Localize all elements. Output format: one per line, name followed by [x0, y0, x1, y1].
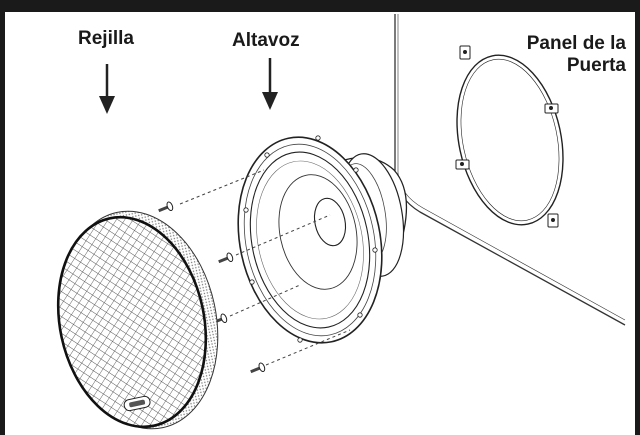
down-arrow-icon: [99, 64, 115, 114]
speaker-label: Altavoz: [232, 30, 300, 51]
top-frame-bar: [0, 0, 640, 12]
screw-icon: [218, 252, 234, 264]
alignment-guide-lines: [179, 169, 351, 366]
grille-badge: [123, 395, 151, 412]
screw-icon: [158, 201, 174, 213]
door-mounting-ring: [456, 54, 564, 226]
speaker-unit: [237, 135, 408, 344]
mounting-tab: [455, 45, 559, 228]
speaker-grille: [56, 210, 219, 430]
door-panel-label-line2: Puerta: [566, 55, 626, 76]
right-frame-border: [635, 0, 640, 435]
left-frame-border: [0, 0, 5, 435]
down-arrow-icon: [262, 58, 278, 110]
grille-label: Rejilla: [78, 28, 134, 49]
screw-icon: [250, 362, 266, 374]
door-panel-label: Panel de la Puerta: [527, 33, 626, 77]
door-panel-label-line1: Panel de la: [526, 33, 626, 54]
